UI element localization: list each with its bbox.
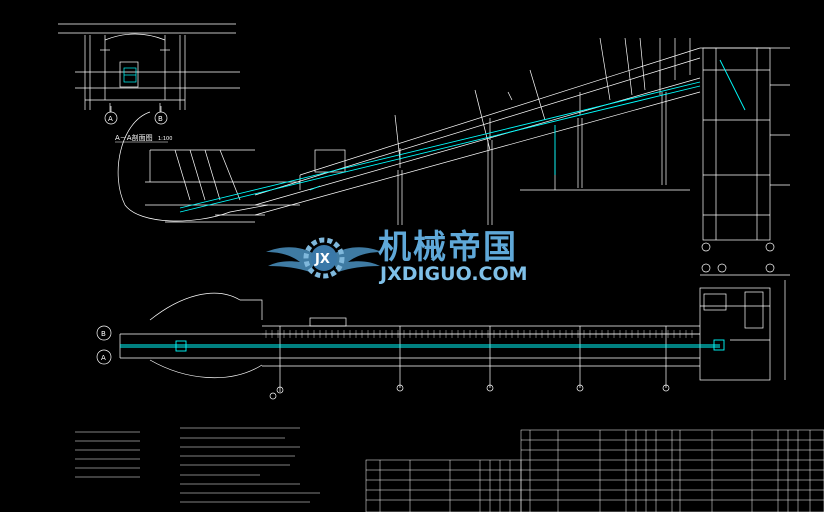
cross-section-view <box>58 23 240 112</box>
head-building <box>700 47 790 241</box>
leader-lines <box>394 37 691 161</box>
plan-view <box>119 274 790 392</box>
logo-text: JX <box>314 252 330 267</box>
notes-block <box>75 427 320 503</box>
plan-axis-letter-a: A <box>101 354 106 362</box>
brand-name-cn: 机械帝国 <box>378 227 518 266</box>
section-title: A－A剖面图 <box>115 133 153 142</box>
plan-axis-bubble-b <box>96 325 112 341</box>
brand-name-en: JXDIGUO.COM <box>378 263 528 285</box>
gear-icon <box>303 237 345 279</box>
plan-axis-bubble-a <box>96 349 112 365</box>
parts-table-right <box>520 429 824 512</box>
axis-letter-a: A <box>108 115 113 123</box>
conveyor-belt <box>120 59 746 352</box>
foundation-outline <box>117 111 269 222</box>
axis-letter-b: B <box>158 115 163 123</box>
plan-rail-hatch <box>262 330 700 338</box>
cross-section-conveyor <box>123 67 137 83</box>
plan-axis-letter-b: B <box>101 330 106 338</box>
parts-table-left <box>365 459 522 512</box>
watermark-logo: JX 机械帝国 JXDIGUO.COM <box>266 227 528 285</box>
support-columns <box>397 92 690 225</box>
section-scale: 1:100 <box>158 136 172 142</box>
